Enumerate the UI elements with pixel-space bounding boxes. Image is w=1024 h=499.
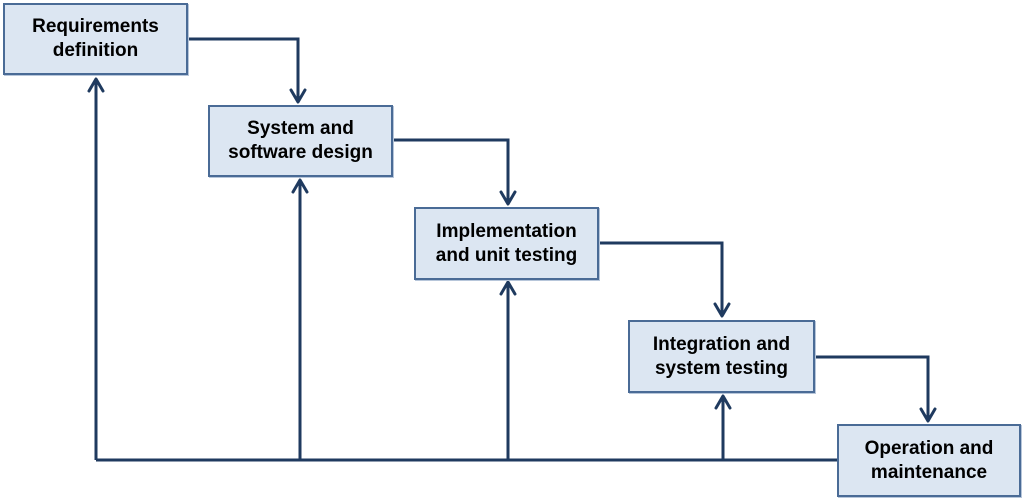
arrowhead-to-integration [713,302,731,318]
stage-requirements-definition: Requirements definition [3,3,188,75]
stage-label: Requirements definition [32,16,159,61]
stage-operation-maintenance: Operation and maintenance [837,424,1021,497]
flow-arrow-implementation-to-integration [598,241,724,315]
stage-implementation-unit-testing: Implementation and unit testing [414,207,599,280]
arrowhead-to-operation [919,407,937,423]
stage-label: System and software design [228,118,373,163]
stage-system-software-design: System and software design [208,105,393,177]
arrowhead-to-implementation [499,190,517,206]
stage-label: Integration and system testing [652,333,791,379]
feedback-arrowhead-requirements [87,77,105,93]
feedback-arrowhead-implementation [499,280,517,296]
flow-arrow-requirements-to-design [188,37,300,101]
stage-label: Operation and maintenance [864,437,994,483]
arrowhead-to-design [289,88,307,104]
stage-label: Implementation and unit testing [435,220,578,266]
flow-arrow-integration-to-operation [815,355,930,420]
feedback-arrowhead-integration [714,394,732,410]
stage-integration-system-testing: Integration and system testing [628,320,815,393]
feedback-arrowhead-design [291,178,309,194]
flow-arrow-design-to-implementation [393,138,510,203]
